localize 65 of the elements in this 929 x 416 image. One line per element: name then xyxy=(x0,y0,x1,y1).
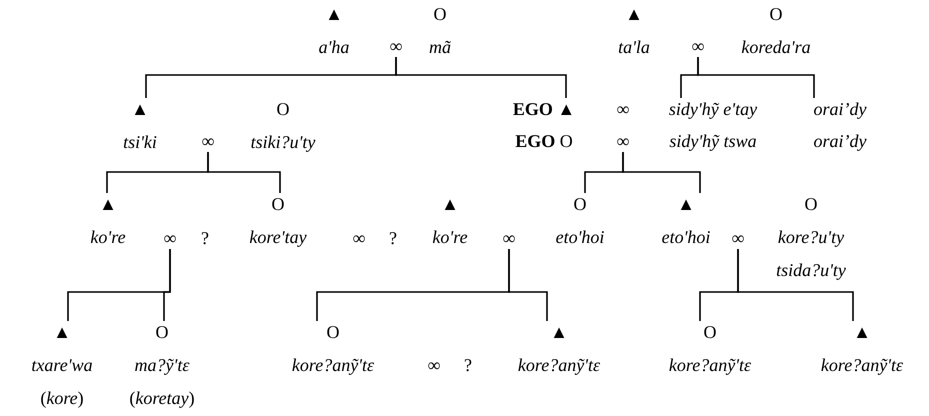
kin-term: kore'tay xyxy=(249,226,307,248)
sex-symbol: ▲ xyxy=(52,321,72,343)
sex-symbol: O xyxy=(804,193,818,215)
kin-term: (koretay) xyxy=(129,387,195,409)
kin-term: kore?anỹ'tɛ xyxy=(820,354,904,376)
marriage-sign: ∞ xyxy=(202,130,214,152)
sex-symbol: O xyxy=(768,3,784,25)
descent-line xyxy=(207,152,281,193)
sex-symbol: ▲ xyxy=(549,321,569,343)
kin-term: eto'hoi xyxy=(662,226,710,248)
descent-line xyxy=(737,249,854,321)
sex-symbol: O xyxy=(276,98,290,120)
kin-term: koreda'ra xyxy=(741,36,811,58)
sex-symbol: O xyxy=(702,321,718,343)
marriage-sign: ∞ xyxy=(390,35,402,57)
annotation-mark: ? xyxy=(201,227,209,249)
sex-symbol: O xyxy=(432,3,448,25)
kin-term: tsi'ki xyxy=(123,131,157,153)
kin-term: ta'la xyxy=(618,36,650,58)
kin-term: orai’dy xyxy=(814,130,866,152)
ego-label: EGO O xyxy=(515,130,573,152)
kin-term: kore?anỹ'tɛ xyxy=(292,354,374,376)
sex-symbol: ▲ xyxy=(676,193,696,215)
kin-term: sidy'hỹ e'tay xyxy=(668,98,758,120)
kin-term: txare'wa xyxy=(31,354,93,376)
descent-line xyxy=(697,57,815,98)
kin-term: (kore) xyxy=(39,387,85,409)
ego-label: EGO ▲ xyxy=(512,98,576,120)
marriage-sign: ∞ xyxy=(732,227,744,249)
sex-symbol: O xyxy=(270,193,286,215)
annotation-mark: ∞ xyxy=(352,227,366,249)
kin-term: a'ha xyxy=(318,36,350,58)
kin-term: tsiki?u'ty xyxy=(250,131,316,153)
descent-line xyxy=(622,152,701,193)
kin-term: mã xyxy=(429,36,451,58)
sex-symbol: ▲ xyxy=(130,98,150,120)
marriage-sign: ∞ xyxy=(616,130,630,152)
annotation-mark: ∞ xyxy=(616,98,630,120)
sex-symbol: O xyxy=(572,193,588,215)
kin-term: ko're xyxy=(432,226,468,248)
kin-term: ko're xyxy=(90,226,126,248)
sex-symbol: ▲ xyxy=(98,193,118,215)
kin-term: kore?u'ty xyxy=(776,226,846,248)
sex-symbol: ▲ xyxy=(624,3,644,25)
kin-term: tsida?u'ty xyxy=(776,259,846,281)
kin-term: ma?ỹ'tɛ xyxy=(134,354,190,376)
sex-symbol: O xyxy=(154,321,170,343)
kin-term: orai’dy xyxy=(814,98,866,120)
kin-term: kore?anỹ'tɛ xyxy=(518,354,600,376)
sex-symbol: ▲ xyxy=(440,193,460,215)
sex-symbol: ▲ xyxy=(324,3,344,25)
kin-term: kore?anỹ'tɛ xyxy=(668,354,752,376)
descent-line xyxy=(395,57,567,98)
marriage-sign: ∞ xyxy=(692,35,704,57)
annotation-mark: ∞ xyxy=(428,354,440,376)
annotation-mark: ? xyxy=(464,354,472,376)
annotation-mark: ? xyxy=(389,227,397,249)
marriage-sign: ∞ xyxy=(164,227,176,249)
sex-symbol: O xyxy=(326,321,340,343)
marriage-sign: ∞ xyxy=(502,227,516,249)
kin-term: eto'hoi xyxy=(556,226,604,248)
kin-term: sidy'hỹ tswa xyxy=(669,130,757,152)
sex-symbol: ▲ xyxy=(852,321,872,343)
descent-line xyxy=(508,249,548,321)
descent-line xyxy=(163,249,171,321)
